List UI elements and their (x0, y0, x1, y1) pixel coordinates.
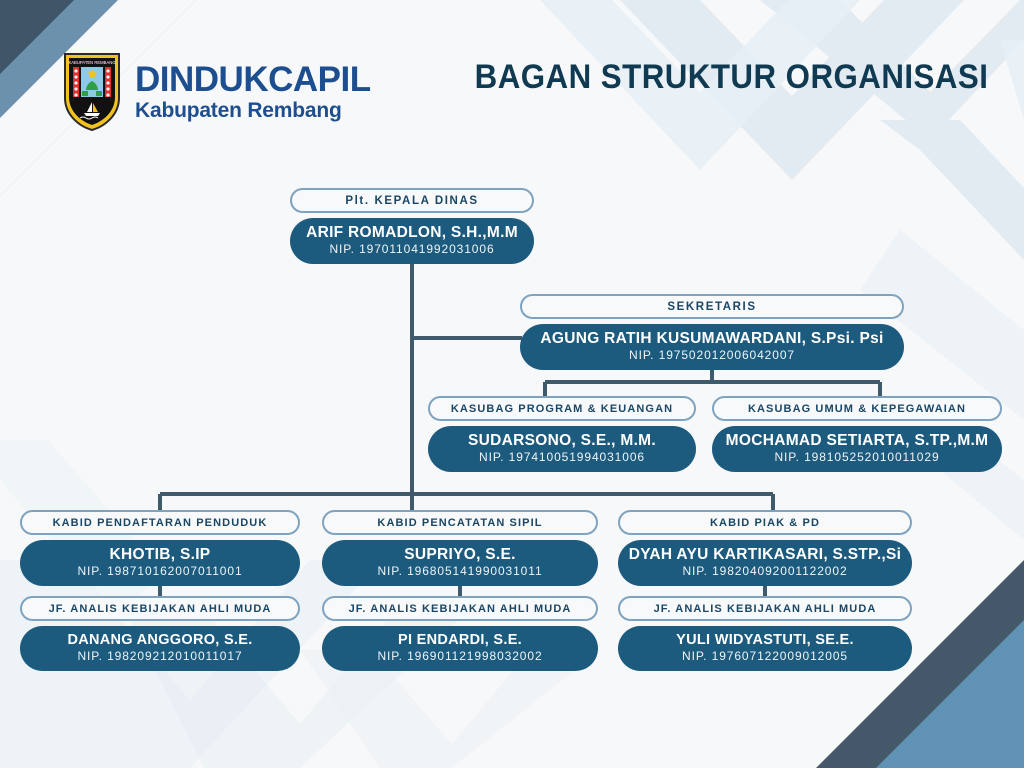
rembang-crest-icon: KABUPATEN REMBANG (64, 53, 120, 132)
node-sekretaris-name: AGUNG RATIH KUSUMAWARDANI, S.Psi. Psi (540, 330, 884, 347)
node-kabid-pencatatan-name: SUPRIYO, S.E. (404, 546, 516, 563)
node-kabid-pencatatan-body: SUPRIYO, S.E. NIP. 196805141990031011 (322, 540, 598, 587)
page-header: KABUPATEN REMBANG (0, 0, 1024, 150)
node-kabid-piak-name: DYAH AYU KARTIKASARI, S.STP.,Si (628, 546, 902, 563)
watermark-chevrons-top-right-2 (540, 0, 1024, 170)
corner-decoration-bottom-right (816, 560, 1024, 768)
node-jf-analis-2[interactable]: JF. ANALIS KEBIJAKAN AHLI MUDA PI ENDARD… (322, 596, 598, 672)
node-kasubag-program-name: SUDARSONO, S.E., M.M. (467, 432, 656, 449)
node-jf-analis-1-body: DANANG ANGGORO, S.E. NIP. 19820921201001… (20, 626, 300, 672)
node-kasubag-program-title: KASUBAG PROGRAM & KEUANGAN (428, 396, 696, 421)
node-jf-analis-3[interactable]: JF. ANALIS KEBIJAKAN AHLI MUDA YULI WIDY… (618, 596, 912, 672)
brand-block: KABUPATEN REMBANG (62, 50, 371, 132)
node-kabid-pendaftaran[interactable]: KABID PENDAFTARAN PENDUDUK KHOTIB, S.IP … (20, 510, 300, 587)
node-jf-analis-1[interactable]: JF. ANALIS KEBIJAKAN AHLI MUDA DANANG AN… (20, 596, 300, 672)
node-kepala-dinas-nip: NIP. 197011041992031006 (329, 242, 495, 257)
node-kasubag-umum-title: KASUBAG UMUM & KEPEGAWAIAN (712, 396, 1002, 421)
node-jf-analis-3-body: YULI WIDYASTUTI, SE.E. NIP. 197607122009… (618, 626, 912, 672)
node-jf-analis-2-body: PI ENDARDI, S.E. NIP. 196901121998032002 (322, 626, 598, 672)
node-jf-analis-3-title: JF. ANALIS KEBIJAKAN AHLI MUDA (618, 596, 912, 621)
node-kasubag-umum-body: MOCHAMAD SETIARTA, S.TP.,M.M NIP. 198105… (712, 426, 1002, 473)
node-sekretaris-title: SEKRETARIS (520, 294, 904, 319)
node-kabid-piak-title: KABID PIAK & PD (618, 510, 912, 535)
node-kasubag-umum[interactable]: KASUBAG UMUM & KEPEGAWAIAN MOCHAMAD SETI… (712, 396, 1002, 473)
node-kepala-dinas-name: ARIF ROMADLON, S.H.,M.M (306, 224, 518, 241)
brand-text: DINDUKCAPIL Kabupaten Rembang (135, 62, 371, 121)
node-kabid-pendaftaran-name: KHOTIB, S.IP (109, 546, 211, 563)
node-jf-analis-3-name: YULI WIDYASTUTI, SE.E. (676, 632, 854, 648)
node-kepala-dinas-title: Plt. KEPALA DINAS (290, 188, 534, 213)
node-kepala-dinas[interactable]: Plt. KEPALA DINAS ARIF ROMADLON, S.H.,M.… (290, 188, 534, 265)
node-kabid-piak-body: DYAH AYU KARTIKASARI, S.STP.,Si NIP. 198… (618, 540, 912, 587)
node-kabid-pencatatan-title: KABID PENCATATAN SIPIL (322, 510, 598, 535)
node-kasubag-program-nip: NIP. 197410051994031006 (479, 450, 645, 465)
node-kabid-piak-nip: NIP. 198204092001122002 (682, 564, 848, 579)
node-kabid-pendaftaran-body: KHOTIB, S.IP NIP. 198710162007011001 (20, 540, 300, 587)
node-jf-analis-1-name: DANANG ANGGORO, S.E. (67, 632, 253, 648)
crest-banner-text: KABUPATEN REMBANG (68, 60, 115, 65)
node-kasubag-program[interactable]: KASUBAG PROGRAM & KEUANGAN SUDARSONO, S.… (428, 396, 696, 473)
brand-subtitle: Kabupaten Rembang (135, 98, 342, 122)
node-sekretaris-body: AGUNG RATIH KUSUMAWARDANI, S.Psi. Psi NI… (520, 324, 904, 371)
brand-name: DINDUKCAPIL (135, 59, 371, 99)
node-kasubag-umum-nip: NIP. 198105252010011029 (774, 450, 940, 465)
node-kabid-pencatatan[interactable]: KABID PENCATATAN SIPIL SUPRIYO, S.E. NIP… (322, 510, 598, 587)
node-sekretaris[interactable]: SEKRETARIS AGUNG RATIH KUSUMAWARDANI, S.… (520, 294, 904, 371)
node-sekretaris-nip: NIP. 197502012006042007 (629, 348, 795, 363)
node-kabid-piak[interactable]: KABID PIAK & PD DYAH AYU KARTIKASARI, S.… (618, 510, 912, 587)
node-jf-analis-2-nip: NIP. 196901121998032002 (377, 649, 543, 664)
node-kasubag-program-body: SUDARSONO, S.E., M.M. NIP. 1974100519940… (428, 426, 696, 473)
node-kasubag-umum-name: MOCHAMAD SETIARTA, S.TP.,M.M (725, 432, 989, 449)
node-kabid-pencatatan-nip: NIP. 196805141990031011 (377, 564, 543, 579)
node-jf-analis-2-title: JF. ANALIS KEBIJAKAN AHLI MUDA (322, 596, 598, 621)
node-jf-analis-1-title: JF. ANALIS KEBIJAKAN AHLI MUDA (20, 596, 300, 621)
node-jf-analis-1-nip: NIP. 198209212010011017 (77, 649, 243, 664)
page-title: BAGAN STRUKTUR ORGANISASI (474, 58, 988, 96)
node-kepala-dinas-body: ARIF ROMADLON, S.H.,M.M NIP. 19701104199… (290, 218, 534, 265)
node-kabid-pendaftaran-nip: NIP. 198710162007011001 (77, 564, 243, 579)
node-jf-analis-2-name: PI ENDARDI, S.E. (397, 632, 523, 648)
node-jf-analis-3-nip: NIP. 197607122009012005 (682, 649, 848, 664)
node-kabid-pendaftaran-title: KABID PENDAFTARAN PENDUDUK (20, 510, 300, 535)
